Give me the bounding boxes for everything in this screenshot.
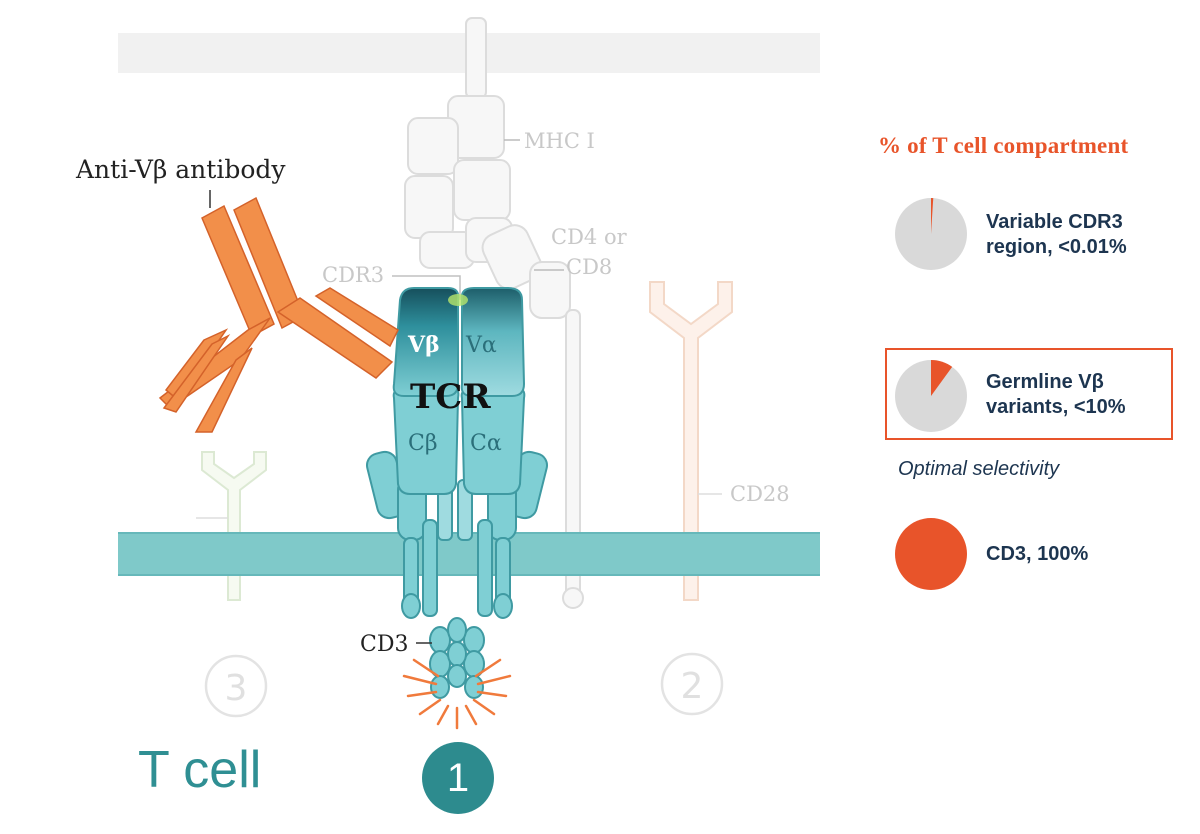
cd28-label: CD28 — [730, 482, 790, 506]
tcr-constant-domains — [392, 387, 526, 495]
faded-circle-2: 2 — [660, 652, 724, 716]
antibody-label: Anti-Vβ antibody — [75, 155, 286, 184]
cd8-label: CD8 — [566, 255, 612, 279]
calpha-label: Cα — [470, 431, 502, 456]
cd4-cd8-molecule — [481, 224, 584, 609]
legend-label-germline: Germline Vβ variants, <10% — [986, 371, 1126, 418]
pie-germline-slice — [931, 360, 953, 396]
faded-circle-3: 3 — [204, 654, 268, 718]
cdr3-label: CDR3 — [322, 263, 384, 287]
pie-germline-vbeta — [895, 360, 967, 432]
highlight-box — [885, 348, 1173, 440]
cd4-label: CD4 or — [551, 225, 628, 249]
legend-label-cd3: CD3, 100% — [986, 543, 1089, 565]
pie-cdr3-slice — [931, 198, 934, 234]
left-receptor — [196, 451, 267, 601]
tcr-label: TCR — [410, 377, 491, 417]
pie-cd3 — [895, 518, 967, 590]
signal-burst-icon — [402, 658, 512, 730]
pie-cdr3 — [895, 198, 967, 270]
mhc-label: MHC I — [524, 129, 595, 153]
selectivity-note: Optimal selectivity — [898, 458, 1060, 480]
tcr-variable-domains — [392, 287, 526, 397]
vbeta-label: Vβ — [407, 332, 440, 358]
t-cell-label: T cell — [138, 741, 262, 799]
pie-cd3-slice — [895, 518, 967, 590]
legend-title: % of T cell compartment — [878, 133, 1129, 158]
anti-vbeta-antibody — [158, 196, 399, 433]
valpha-label: Vα — [465, 333, 497, 358]
cd28-molecule — [649, 281, 733, 601]
circle-2-label: 2 — [681, 666, 704, 707]
number-badge-1: 1 — [422, 742, 494, 814]
circle-3-label: 3 — [225, 668, 248, 709]
mhc-molecule — [404, 17, 520, 269]
cbeta-label: Cβ — [408, 431, 438, 456]
legend-label-cdr3: Variable CDR3 region, <0.01% — [986, 211, 1127, 258]
cd3-label: CD3 — [360, 632, 408, 657]
